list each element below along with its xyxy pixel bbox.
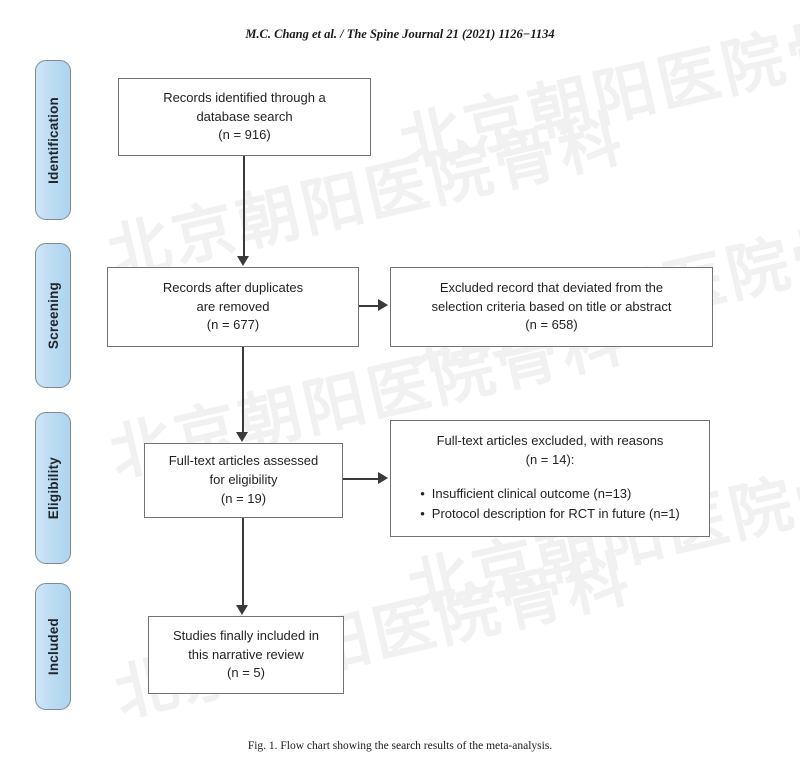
flow-box-line: selection criteria based on title or abs… <box>431 298 672 314</box>
connector-dedup-to-fulltext <box>242 347 245 435</box>
exclusion-reason-list: Insufficient clinical outcome (n=13) Pro… <box>420 484 680 524</box>
stage-label-text: Included <box>45 617 61 676</box>
list-item: Insufficient clinical outcome (n=13) <box>420 484 680 504</box>
flow-box-fulltext-excluded: Full-text articles excluded, with reason… <box>390 420 710 537</box>
connector-fulltext-to-excluded <box>343 478 381 481</box>
stage-label-text: Screening <box>45 281 61 350</box>
connector-fulltext-to-included <box>242 518 245 608</box>
arrowhead-down-icon <box>237 256 249 266</box>
flow-box-line: Full-text articles assessed <box>168 453 319 469</box>
flow-box-line: Full-text articles excluded, with reason… <box>436 433 664 448</box>
stage-label-included: Included <box>35 583 71 710</box>
arrowhead-down-icon <box>236 605 248 615</box>
flow-box-count: (n = 5) <box>227 665 265 681</box>
flow-box-line: Excluded record that deviated from the <box>439 279 664 295</box>
flow-box-line: Studies finally included in <box>173 627 319 643</box>
flow-box-line: database search <box>196 108 293 124</box>
arrowhead-right-icon <box>378 299 388 311</box>
stage-label-eligibility: Eligibility <box>35 412 71 564</box>
stage-label-identification: Identification <box>35 60 71 220</box>
list-item: Protocol description for RCT in future (… <box>420 504 680 524</box>
arrowhead-down-icon <box>236 432 248 442</box>
figure-caption: Fig. 1. Flow chart showing the search re… <box>247 740 553 752</box>
flow-box-studies-included: Studies finally included in this narrati… <box>148 616 344 694</box>
flow-box-line: for eligibility <box>209 472 278 488</box>
arrowhead-right-icon <box>378 472 388 484</box>
connector-identified-to-dedup <box>243 156 246 259</box>
flow-box-count: (n = 677) <box>206 317 260 333</box>
flow-box-records-identified: Records identified through a database se… <box>118 78 371 156</box>
stage-label-text: Identification <box>45 96 61 184</box>
flow-box-count: (n = 916) <box>218 127 271 143</box>
flow-box-count: (n = 19) <box>220 490 267 506</box>
stage-label-screening: Screening <box>35 243 71 388</box>
stage-label-text: Eligibility <box>45 456 61 520</box>
flow-box-line: Records after duplicates <box>162 279 304 295</box>
running-head: M.C. Chang et al. / The Spine Journal 21… <box>245 27 555 41</box>
flow-box-fulltext-assessed: Full-text articles assessed for eligibil… <box>144 443 343 518</box>
flow-box-heading: Full-text articles excluded, with reason… <box>399 432 701 470</box>
flow-box-line: are removed <box>196 298 270 314</box>
flow-box-line: this narrative review <box>188 646 304 662</box>
flow-box-count: (n = 658) <box>525 317 578 333</box>
flow-box-count: (n = 14): <box>525 451 575 467</box>
connector-dedup-to-excluded <box>359 305 381 308</box>
flow-box-records-excluded: Excluded record that deviated from the s… <box>390 267 713 347</box>
flow-box-records-after-duplicates: Records after duplicates are removed (n … <box>107 267 359 347</box>
flow-box-line: Records identified through a <box>163 89 326 105</box>
